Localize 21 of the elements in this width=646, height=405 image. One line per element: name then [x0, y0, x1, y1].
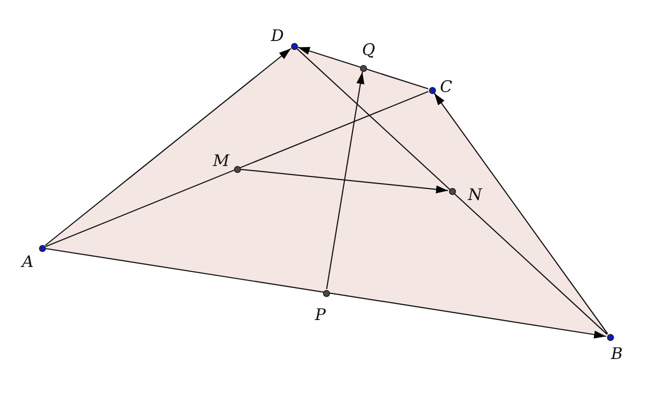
line-segment [296, 48, 608, 335]
point-label: A [22, 254, 34, 270]
point [428, 86, 436, 94]
point [606, 334, 614, 340]
line-segment [46, 91, 428, 247]
vector-arrow [44, 48, 292, 246]
vector-arrow [240, 168, 448, 194]
point-label: N [468, 187, 482, 203]
point-label: P [315, 307, 326, 323]
point-label: C [440, 79, 452, 95]
point [38, 244, 46, 252]
vector-arrow [298, 46, 428, 90]
point-label: M [213, 153, 230, 169]
point [360, 64, 366, 72]
vector-arrow [326, 72, 364, 290]
vector-arrow [46, 248, 606, 338]
point-label: D [271, 28, 284, 44]
point-label: Q [362, 42, 376, 58]
point [290, 42, 298, 50]
point-label: B [611, 346, 623, 362]
vector-arrow [434, 92, 608, 334]
